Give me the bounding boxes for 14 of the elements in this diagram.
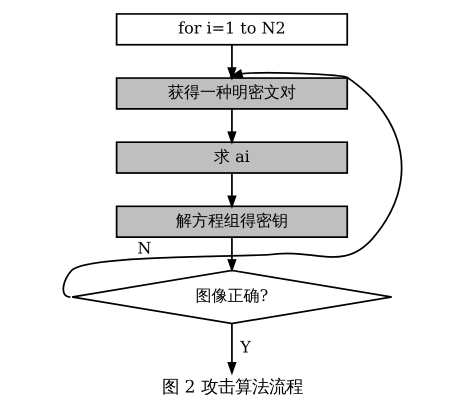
caption: 图 2 攻击算法流程 (162, 376, 302, 397)
arrow (226, 44, 236, 80)
edge-label: N (136, 238, 151, 258)
node-box: for i=1 to N2 (115, 12, 348, 46)
arrow (226, 323, 236, 375)
node-box: 获得一种明密文对 (115, 76, 348, 110)
node-box: 解方程组得密钥 (115, 204, 348, 238)
arrow (226, 236, 236, 272)
node-box: 求 ai (115, 140, 348, 174)
edge-label: Y (240, 336, 250, 356)
arrow (226, 172, 236, 208)
arrow (62, 68, 402, 298)
node-diamond: 图像正确? (70, 269, 392, 324)
arrow (226, 108, 236, 144)
